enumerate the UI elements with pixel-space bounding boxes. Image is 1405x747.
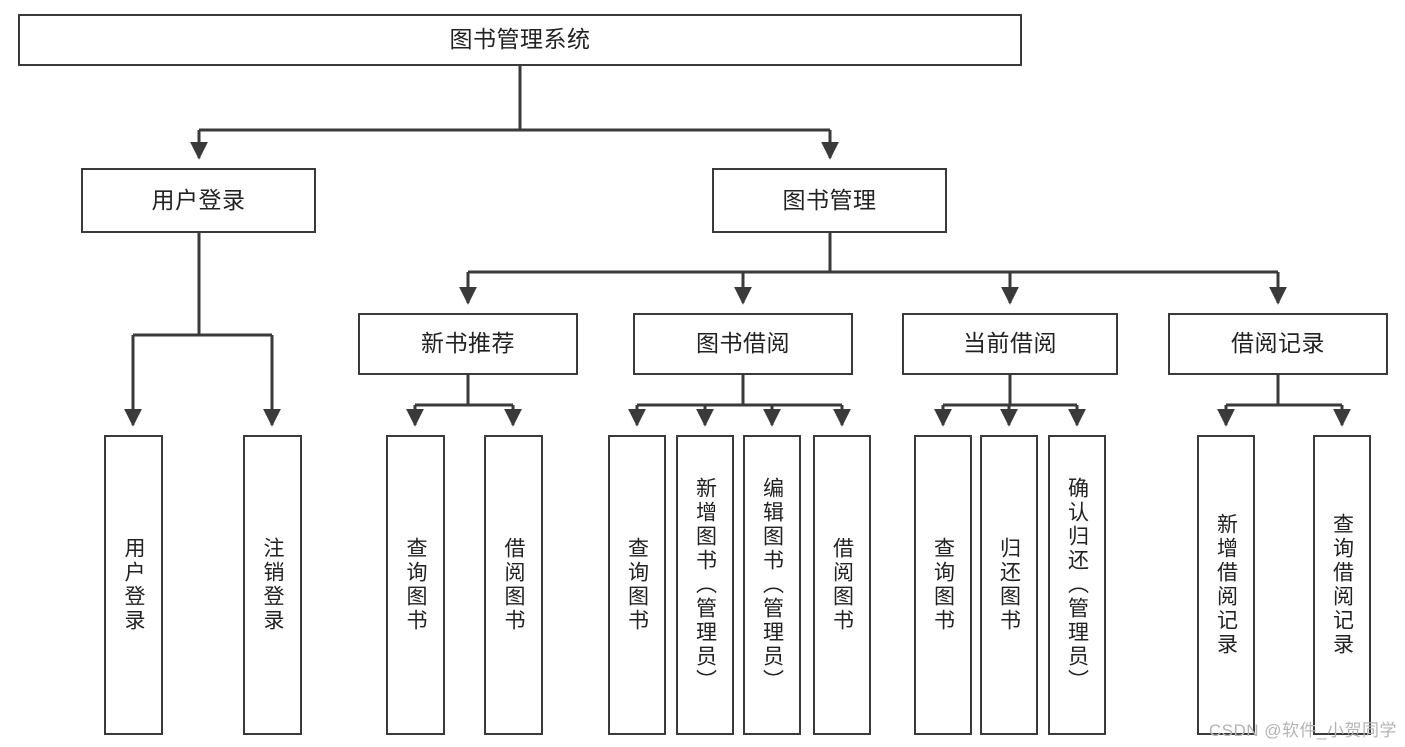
node-label: 编辑图书（管理员） bbox=[760, 477, 784, 693]
node-label: 查询图书 bbox=[404, 537, 427, 633]
leaf-book-borrow-add[interactable]: 新增图书（管理员） bbox=[676, 435, 734, 735]
node-book-management[interactable]: 图书管理 bbox=[712, 168, 947, 233]
node-label: 借阅记录 bbox=[1231, 330, 1325, 357]
node-label: 新增借阅记录 bbox=[1214, 513, 1238, 657]
node-new-book-recommend[interactable]: 新书推荐 bbox=[358, 313, 578, 375]
leaf-borrow-record-query[interactable]: 查询借阅记录 bbox=[1313, 435, 1371, 735]
node-label: 借阅图书 bbox=[830, 537, 854, 633]
node-label: 查询借阅记录 bbox=[1330, 513, 1354, 657]
node-label: 注销登录 bbox=[261, 537, 284, 633]
leaf-book-borrow-edit[interactable]: 编辑图书（管理员） bbox=[743, 435, 801, 735]
leaf-book-borrow-query[interactable]: 查询图书 bbox=[608, 435, 666, 735]
leaf-user-login-logout[interactable]: 注销登录 bbox=[243, 435, 302, 735]
node-book-borrow[interactable]: 图书借阅 bbox=[633, 313, 853, 375]
node-label: 借阅图书 bbox=[502, 537, 525, 633]
node-root-book-management-system[interactable]: 图书管理系统 bbox=[18, 14, 1022, 66]
node-current-borrow[interactable]: 当前借阅 bbox=[902, 313, 1118, 375]
node-label: 归还图书 bbox=[997, 537, 1021, 633]
node-label: 新增图书（管理员） bbox=[693, 477, 717, 693]
node-label: 查询图书 bbox=[625, 537, 649, 633]
node-label: 查询图书 bbox=[931, 537, 955, 633]
node-label: 确认归还（管理员） bbox=[1065, 477, 1089, 693]
leaf-borrow-record-add[interactable]: 新增借阅记录 bbox=[1197, 435, 1255, 735]
node-label: 图书管理 bbox=[782, 186, 877, 213]
node-label: 图书借阅 bbox=[696, 330, 790, 357]
node-label: 用户登录 bbox=[122, 537, 145, 633]
leaf-current-borrow-return[interactable]: 归还图书 bbox=[980, 435, 1038, 735]
leaf-new-book-borrow[interactable]: 借阅图书 bbox=[484, 435, 543, 735]
node-label: 新书推荐 bbox=[421, 330, 515, 357]
node-borrow-record[interactable]: 借阅记录 bbox=[1168, 313, 1388, 375]
node-label: 图书管理系统 bbox=[449, 26, 591, 53]
leaf-new-book-query[interactable]: 查询图书 bbox=[386, 435, 445, 735]
leaf-current-borrow-confirm-return[interactable]: 确认归还（管理员） bbox=[1048, 435, 1106, 735]
leaf-current-borrow-query[interactable]: 查询图书 bbox=[914, 435, 972, 735]
node-label: 当前借阅 bbox=[963, 330, 1057, 357]
node-user-login[interactable]: 用户登录 bbox=[81, 168, 316, 233]
node-label: 用户登录 bbox=[151, 186, 246, 213]
leaf-book-borrow-borrow[interactable]: 借阅图书 bbox=[813, 435, 871, 735]
leaf-user-login-login[interactable]: 用户登录 bbox=[104, 435, 163, 735]
